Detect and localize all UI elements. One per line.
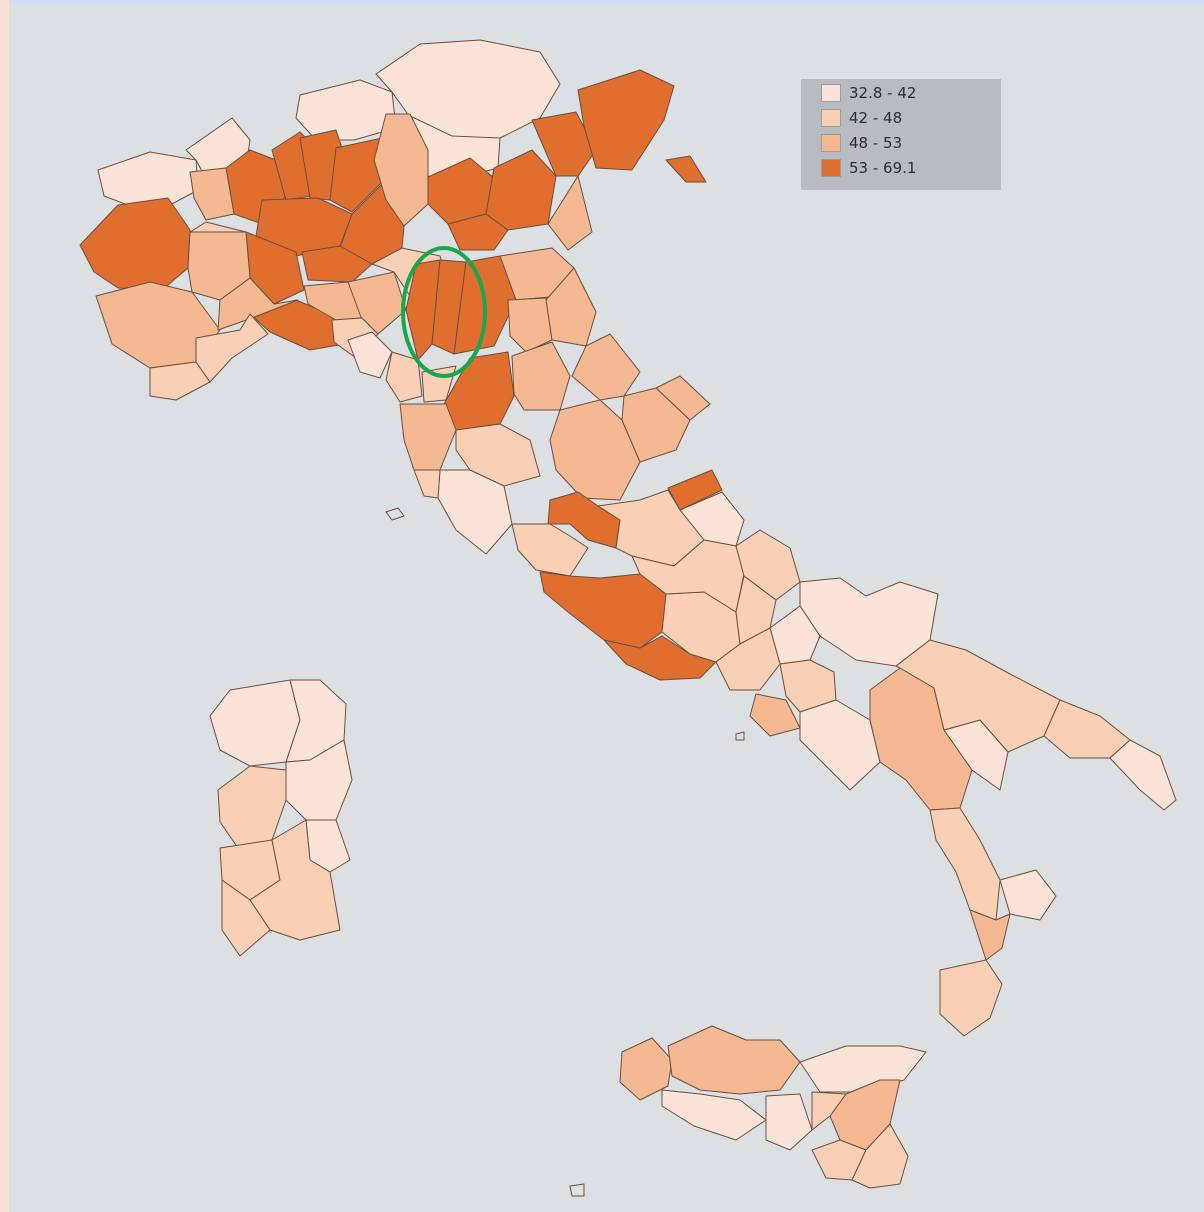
province-sondrio[interactable]	[295, 79, 397, 141]
province-ascoli[interactable]	[655, 375, 711, 421]
region-group-central	[347, 267, 745, 681]
region-group-sicily	[619, 1025, 927, 1189]
province-trapani[interactable]	[619, 1037, 673, 1101]
province-siena[interactable]	[455, 423, 541, 487]
legend-label: 32.8 - 42	[849, 84, 917, 102]
province-pesaro[interactable]	[545, 267, 597, 347]
province-biella[interactable]	[189, 167, 235, 221]
province-livorno[interactable]	[413, 469, 441, 499]
province-agrigento[interactable]	[661, 1089, 767, 1141]
province-cagliari[interactable]	[249, 819, 341, 941]
province-caltanissetta[interactable]	[765, 1093, 813, 1151]
legend-swatch	[821, 109, 841, 127]
highlight-ellipse	[401, 246, 487, 378]
province-rovigo[interactable]	[547, 175, 593, 251]
province-forli[interactable]	[507, 297, 553, 353]
province-trieste[interactable]	[665, 155, 707, 183]
region-group-south	[715, 529, 1177, 1037]
province-napoli[interactable]	[749, 693, 801, 737]
legend-item: 32.8 - 42	[821, 82, 916, 104]
region-group-north-dark	[79, 69, 707, 351]
province-catanzaro[interactable]	[969, 909, 1011, 961]
province-verona[interactable]	[373, 113, 429, 227]
province-padova[interactable]	[447, 213, 509, 251]
province-brindisi[interactable]	[1043, 699, 1131, 759]
province-sassari[interactable]	[209, 679, 301, 767]
island-lampedusa	[569, 1183, 585, 1197]
legend-swatch	[821, 159, 841, 177]
island-capri	[735, 731, 745, 741]
legend-label: 48 - 53	[849, 134, 903, 152]
province-palermo[interactable]	[667, 1025, 801, 1095]
province-cremona[interactable]	[301, 245, 373, 283]
legend-label: 42 - 48	[849, 109, 903, 127]
province-bergamo[interactable]	[329, 137, 385, 213]
legend-item: 53 - 69.1	[821, 157, 916, 179]
province-messina[interactable]	[799, 1045, 927, 1093]
province-roma[interactable]	[539, 571, 667, 649]
province-oristano[interactable]	[217, 765, 287, 849]
province-grosseto[interactable]	[437, 469, 513, 555]
province-reggio-calabria[interactable]	[939, 959, 1003, 1037]
province-aosta[interactable]	[97, 151, 199, 206]
province-lucca[interactable]	[347, 331, 393, 379]
small-islands	[385, 507, 745, 1197]
province-bolzano[interactable]	[375, 39, 561, 139]
region-group-north-west	[97, 39, 561, 206]
province-belluno[interactable]	[531, 111, 597, 177]
region-group-sardinia	[209, 679, 353, 957]
province-lodi[interactable]	[189, 221, 247, 233]
legend-swatch	[821, 134, 841, 152]
province-torino[interactable]	[79, 197, 191, 291]
province-alessandria[interactable]	[217, 277, 299, 331]
province-imperia[interactable]	[149, 361, 211, 401]
legend-item: 48 - 53	[821, 132, 902, 154]
province-viterbo[interactable]	[511, 523, 589, 577]
legend-swatch	[821, 84, 841, 102]
left-edge-strip	[0, 0, 9, 1212]
province-udine[interactable]	[577, 69, 675, 171]
legend: 32.8 - 42 42 - 48 48 - 53 53 - 69.1	[801, 79, 1001, 190]
province-pisa[interactable]	[399, 403, 457, 471]
island-elba	[385, 507, 405, 521]
province-enna[interactable]	[811, 1091, 847, 1131]
province-lecce[interactable]	[1109, 739, 1177, 811]
legend-label: 53 - 69.1	[849, 159, 917, 177]
province-arezzo[interactable]	[511, 341, 571, 411]
province-bari[interactable]	[895, 639, 1061, 753]
province-perugia[interactable]	[549, 399, 641, 501]
region-group-north-mid	[95, 113, 593, 369]
province-savona[interactable]	[195, 313, 269, 383]
province-salerno[interactable]	[799, 699, 881, 791]
province-siracusa[interactable]	[851, 1123, 909, 1189]
province-cosenza[interactable]	[929, 807, 1001, 921]
province-nuoro[interactable]	[285, 739, 353, 821]
province-firenze[interactable]	[443, 351, 515, 431]
province-crotone[interactable]	[999, 869, 1057, 921]
region-group-emilia-dark	[405, 255, 517, 361]
province-carbonia[interactable]	[221, 879, 271, 957]
legend-item: 42 - 48	[821, 107, 902, 129]
top-edge-strip	[9, 0, 1204, 4]
